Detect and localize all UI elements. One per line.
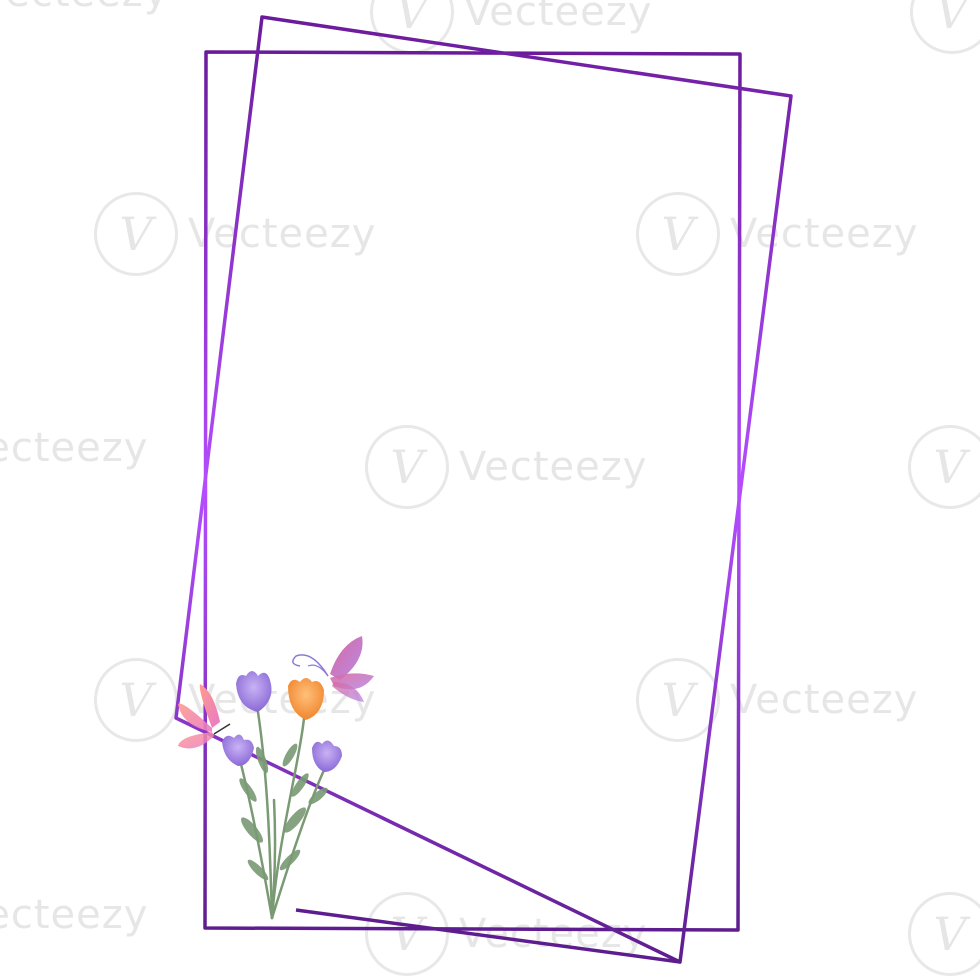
purple-butterfly-icon (292, 636, 374, 702)
frame-rectangle-straight (203, 50, 742, 932)
leaves (239, 743, 328, 881)
purple-tulip-icon (222, 734, 254, 766)
stems (238, 710, 327, 920)
orange-tulip-icon (288, 678, 324, 720)
flower-bouquet (178, 636, 374, 920)
pink-butterfly-icon (178, 684, 231, 749)
frame-rectangle-tilted (174, 15, 793, 964)
purple-tulip-icon (236, 671, 272, 712)
purple-tulip-icon (312, 740, 342, 772)
